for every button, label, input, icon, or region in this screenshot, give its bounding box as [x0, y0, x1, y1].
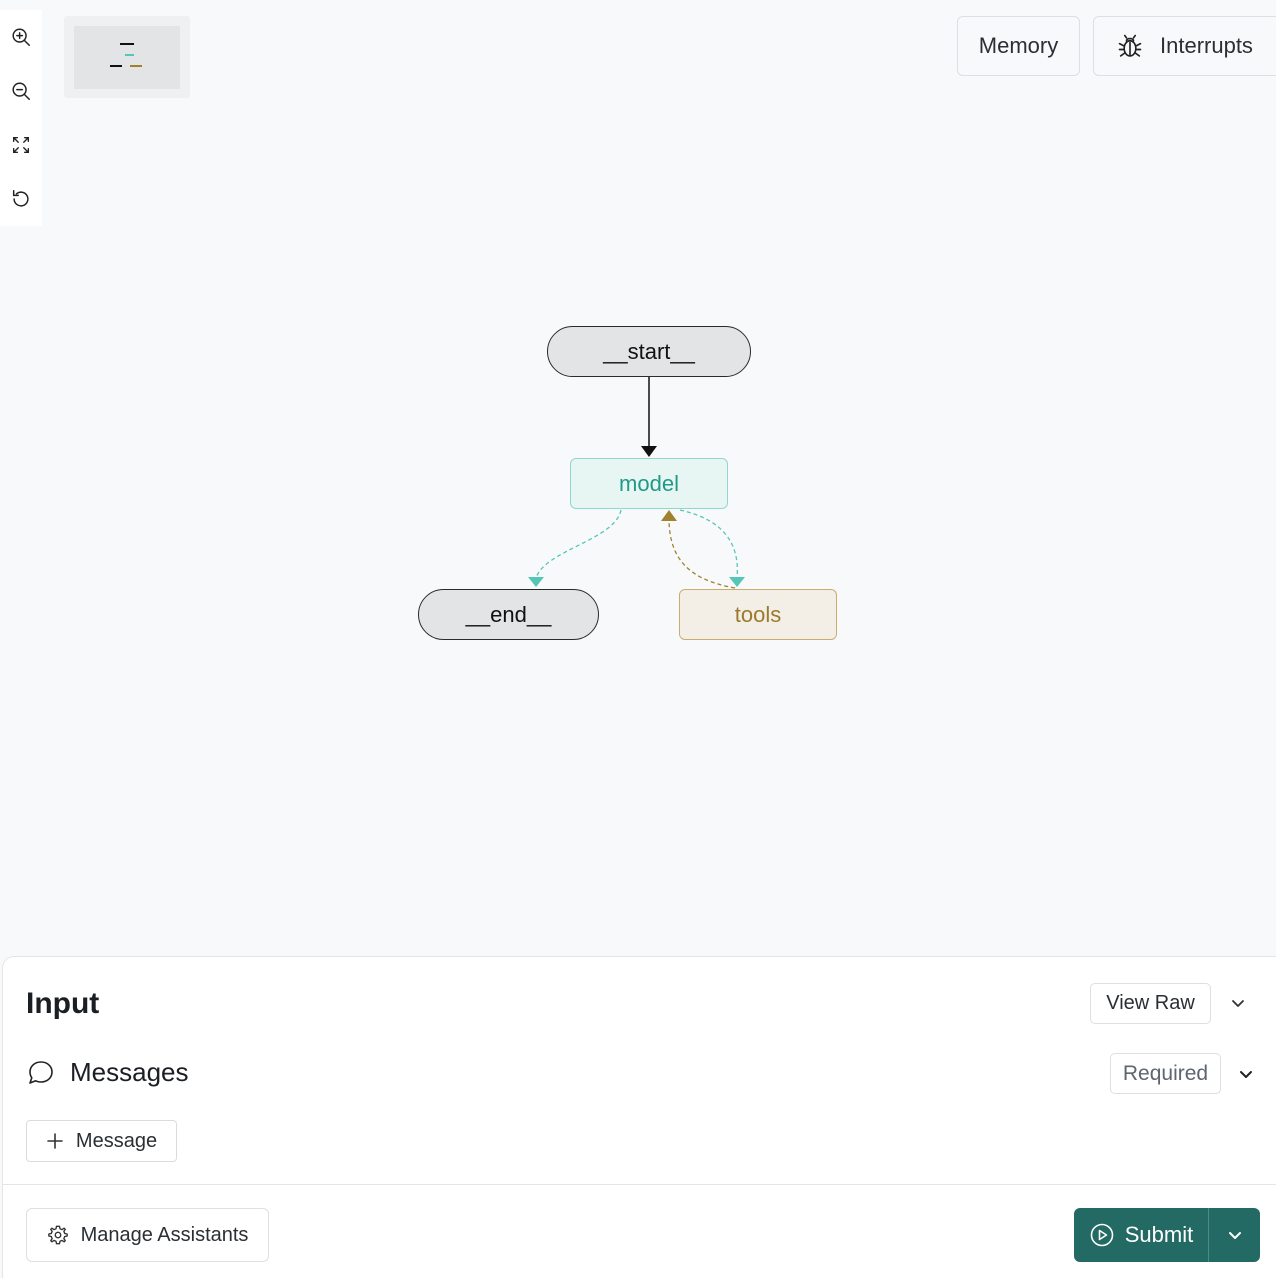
- add-message-button[interactable]: Message: [26, 1120, 177, 1162]
- zoom-in-icon: [12, 28, 30, 46]
- submit-options-button[interactable]: [1209, 1208, 1260, 1262]
- play-circle-icon: [1090, 1223, 1114, 1247]
- node-start[interactable]: __start__: [547, 326, 751, 377]
- chevron-down-icon[interactable]: [1236, 1064, 1256, 1084]
- edge-model-tools-arrow: [729, 577, 745, 587]
- required-badge: Required: [1110, 1053, 1221, 1094]
- submit-separator: [1208, 1208, 1209, 1262]
- input-panel: Input View Raw Messages Required Message…: [2, 956, 1276, 1278]
- node-tools[interactable]: tools: [679, 589, 837, 640]
- gear-icon: [47, 1225, 68, 1245]
- reset-icon: [12, 190, 29, 207]
- edge-model-end-arrow: [528, 577, 544, 587]
- memory-button-label: Memory: [978, 33, 1059, 58]
- zoom-in-button[interactable]: [0, 10, 42, 64]
- expand-icon: [12, 136, 30, 154]
- graph-edges: [528, 377, 745, 589]
- minimap-graph: [110, 43, 142, 67]
- fit-view-button[interactable]: [0, 118, 42, 172]
- bug-icon: [1118, 34, 1142, 57]
- submit-label: Submit: [1124, 1222, 1194, 1247]
- node-model[interactable]: model: [570, 458, 728, 509]
- node-end[interactable]: __end__: [418, 589, 599, 640]
- interrupts-button[interactable]: Interrupts: [1093, 16, 1276, 76]
- manage-assistants-label: Manage Assistants: [80, 1223, 249, 1246]
- view-raw-button[interactable]: View Raw: [1090, 983, 1211, 1024]
- minimap[interactable]: [64, 16, 190, 98]
- input-panel-title: Input: [26, 987, 100, 1020]
- edge-model-tools: [679, 509, 739, 579]
- edge-tools-model-arrow: [661, 510, 677, 521]
- zoom-toolbar: [0, 10, 42, 226]
- chevron-down-icon[interactable]: [1228, 993, 1248, 1013]
- submit-button[interactable]: Submit: [1074, 1208, 1208, 1262]
- panel-divider: [3, 1184, 1276, 1185]
- manage-assistants-button[interactable]: Manage Assistants: [26, 1208, 269, 1262]
- edge-start-model-arrow: [641, 446, 657, 457]
- add-message-label: Message: [75, 1129, 158, 1152]
- message-bubble-icon: [29, 1060, 53, 1084]
- messages-label: Messages: [70, 1057, 189, 1087]
- minimap-viewport: [74, 26, 180, 89]
- plus-icon: [47, 1133, 63, 1149]
- memory-button[interactable]: Memory: [957, 16, 1080, 76]
- interrupts-button-label: Interrupts: [1160, 33, 1253, 58]
- edge-tools-model: [668, 520, 736, 589]
- reset-view-button[interactable]: [0, 172, 42, 226]
- edge-model-end: [535, 509, 622, 579]
- graph-canvas[interactable]: __start__ model __end__ tools: [0, 0, 1276, 950]
- chevron-down-icon: [1228, 1232, 1241, 1239]
- submit-button-group: Submit: [1074, 1208, 1260, 1262]
- messages-field-header: Messages: [26, 1057, 189, 1088]
- zoom-out-button[interactable]: [0, 64, 42, 118]
- zoom-out-icon: [12, 82, 30, 100]
